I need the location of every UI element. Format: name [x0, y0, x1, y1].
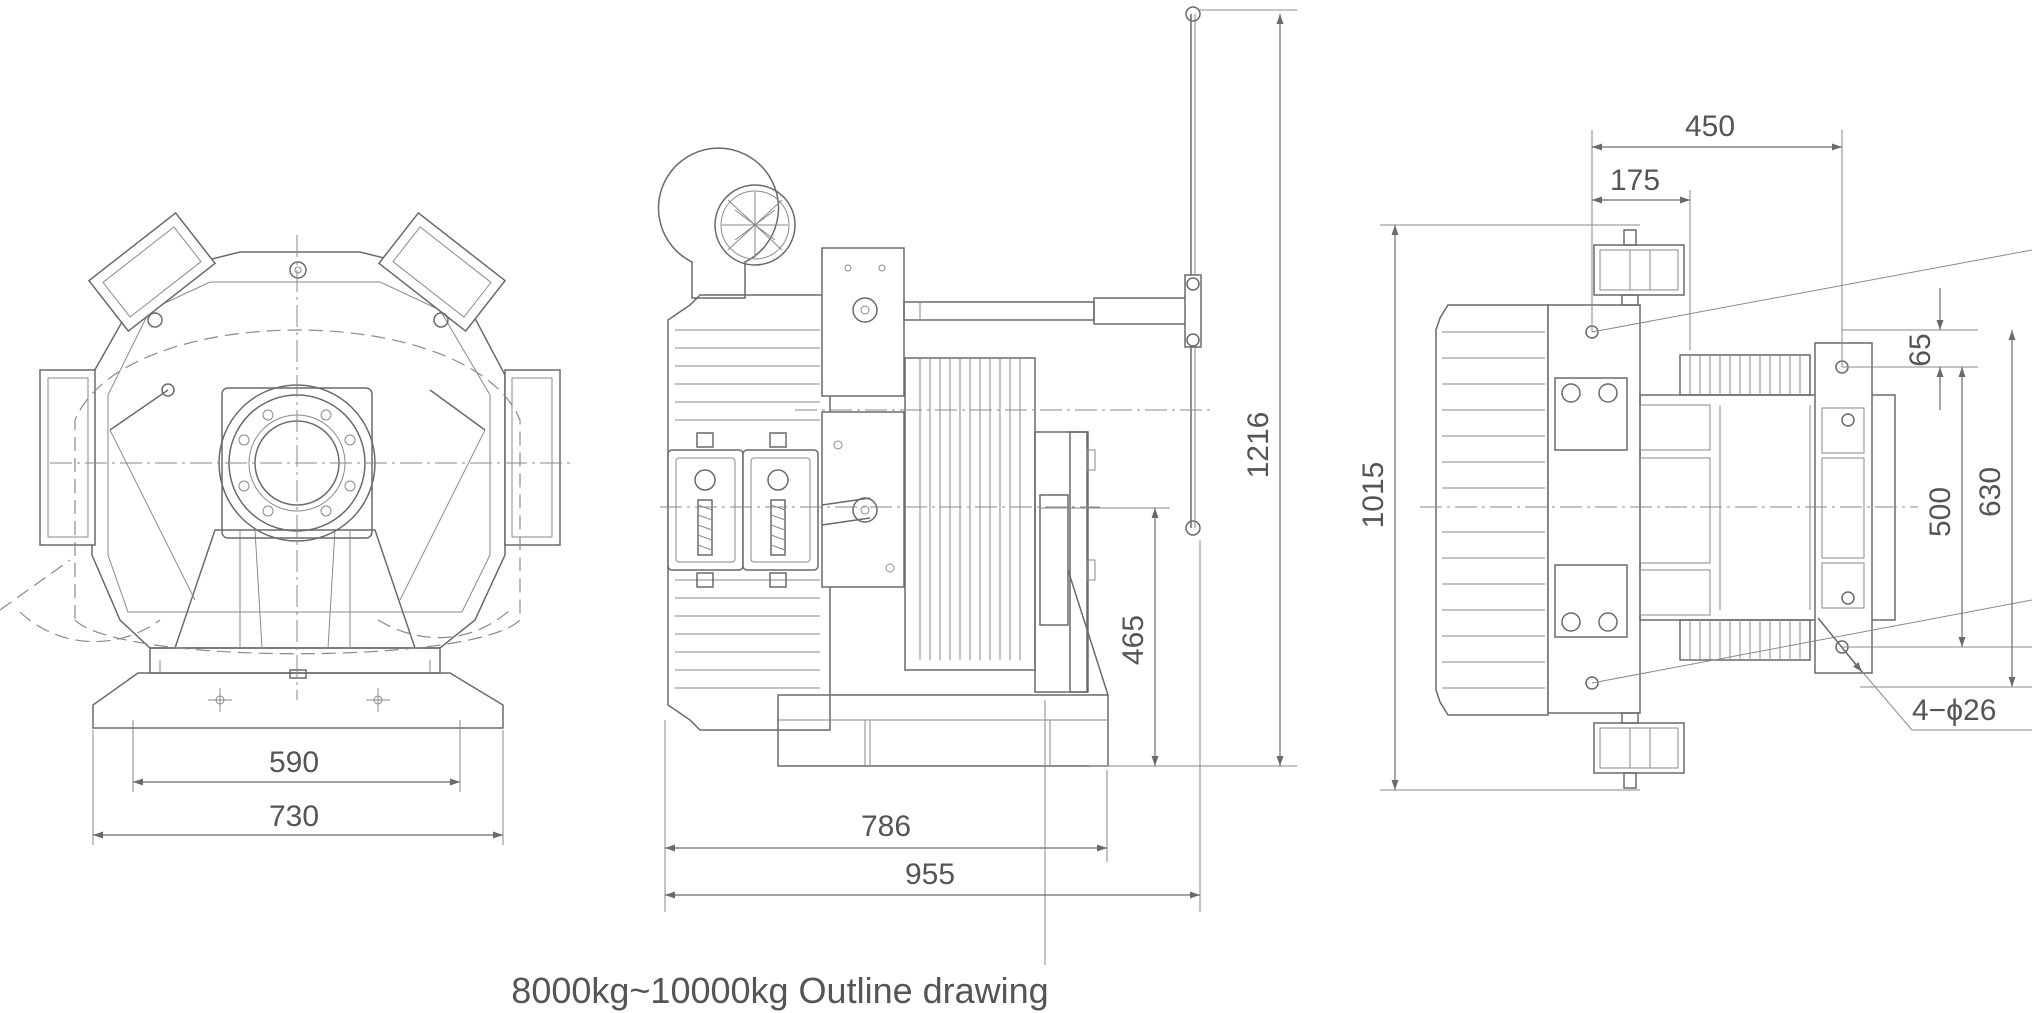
- front-base-plinth: [92, 672, 504, 729]
- dim-label-1216: 1216: [1242, 412, 1275, 479]
- drawing-caption: 8000kg~10000kg Outline drawing: [511, 970, 1049, 1011]
- dim-label-590: 590: [269, 746, 319, 779]
- dim-label-786: 786: [861, 810, 911, 843]
- front-side-block-left: [39, 369, 96, 546]
- dim-label-730: 730: [269, 800, 319, 833]
- dim-label-500: 500: [1924, 487, 1957, 537]
- top-brake-unit-upper: [1593, 229, 1685, 306]
- side-fan-housing: [657, 147, 780, 299]
- side-terminal-box-1: [667, 432, 744, 588]
- front-view: 590 730: [0, 211, 575, 845]
- top-view: 450 175 1015 65 500 630 4−ϕ26: [1357, 110, 2032, 791]
- dim-label-175: 175: [1610, 164, 1660, 197]
- hole-callout: 4−ϕ26: [1912, 694, 1996, 727]
- front-dim-730: [92, 730, 504, 845]
- dim-label-450: 450: [1685, 110, 1735, 143]
- front-dim-590: [132, 720, 461, 792]
- top-sheave-grooves: [1679, 354, 1811, 661]
- side-finned-body: [667, 294, 831, 731]
- side-end-disc: [1034, 431, 1088, 693]
- side-traction-sheave: [904, 357, 1036, 671]
- dim-label-955: 955: [905, 858, 955, 891]
- side-terminal-box-2: [742, 432, 819, 588]
- dim-label-630: 630: [1974, 467, 2007, 517]
- side-fan-grille: [714, 184, 796, 266]
- side-brake-rod: [903, 301, 1095, 321]
- dim-label-465: 465: [1117, 615, 1150, 665]
- front-side-block-right: [504, 369, 561, 546]
- top-end-plate: [1814, 342, 1873, 674]
- top-main-plate: [1547, 304, 1641, 714]
- front-swing-arc: [74, 329, 521, 655]
- top-finned-housing: [1435, 304, 1549, 716]
- front-brake-left: [87, 211, 217, 333]
- front-support-frame: [174, 529, 416, 649]
- side-view: 1216 465 786 955: [657, 6, 1297, 965]
- side-base-frame: [777, 569, 1109, 767]
- dim-label-65: 65: [1904, 333, 1937, 366]
- dim-label-1015: 1015: [1357, 462, 1390, 529]
- front-brake-right: [377, 211, 507, 333]
- top-brake-unit-lower: [1593, 712, 1685, 789]
